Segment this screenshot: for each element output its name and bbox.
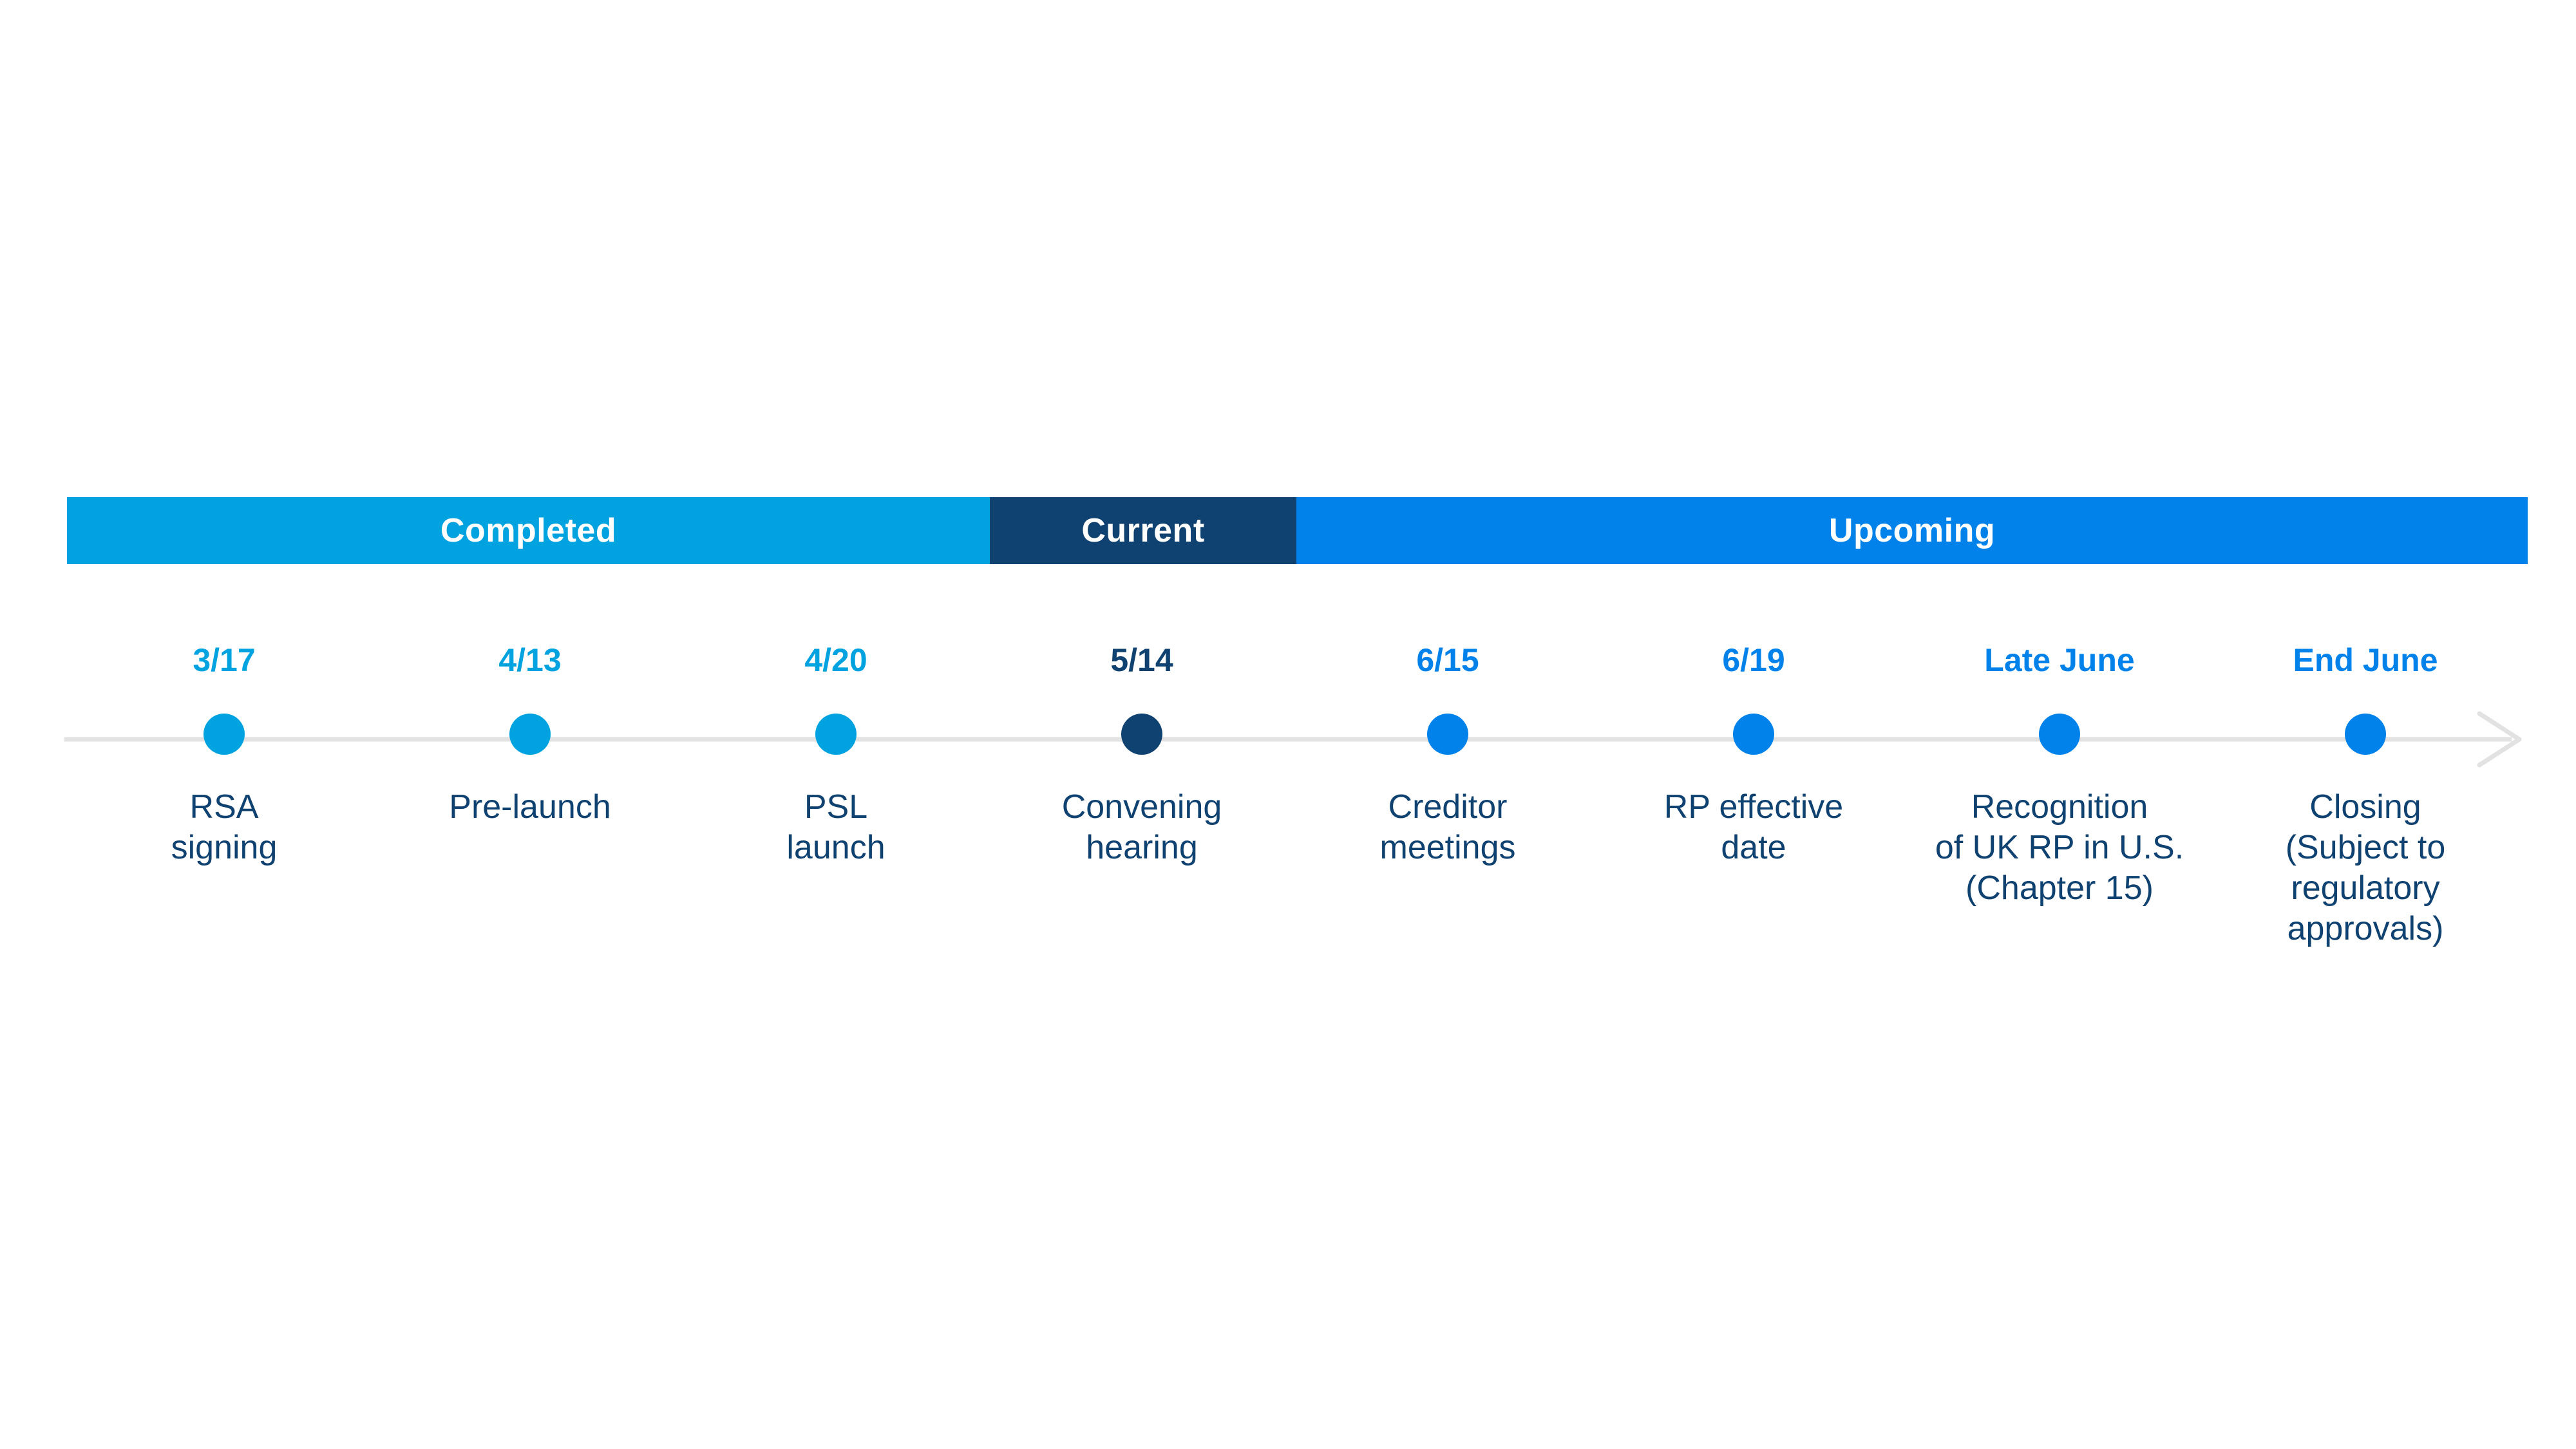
milestone-label: Closing (Subject to regulatory approvals… [2230, 787, 2501, 949]
milestone-label: RSA signing [89, 787, 359, 868]
milestone-date: End June [2293, 642, 2438, 678]
milestone-creditor-meetings: 6/15 Creditor meetings [1312, 638, 1583, 868]
milestone-label: Recognition of UK RP in U.S. (Chapter 15… [1924, 787, 2195, 909]
milestone-closing: End June Closing (Subject to regulatory … [2230, 638, 2501, 949]
milestone-rp-effective-date: 6/19 RP effective date [1618, 638, 1889, 868]
phase-completed-label: Completed [440, 512, 617, 549]
milestone-label: RP effective date [1618, 787, 1889, 868]
milestone-date: 5/14 [1110, 642, 1173, 678]
phase-current-bar: Current [990, 497, 1296, 564]
milestone-label-line: RP effective [1663, 788, 1844, 826]
milestone-label-line: (Chapter 15) [1965, 869, 2154, 907]
milestone-label-line: PSL [804, 788, 868, 826]
phase-completed-bar: Completed [67, 497, 990, 564]
milestone-date: 3/17 [193, 642, 256, 678]
milestone-convening-hearing: 5/14 Convening hearing [1007, 638, 1277, 868]
milestone-label-line: meetings [1379, 829, 1516, 866]
milestone-dot [2345, 714, 2386, 755]
milestone-date: 4/13 [498, 642, 562, 678]
milestone-label-line: hearing [1086, 829, 1198, 866]
milestone-rsa-signing: 3/17 RSA signing [89, 638, 359, 868]
milestone-dot [204, 714, 245, 755]
milestone-label-line: date [1721, 829, 1786, 866]
milestone-label-line: Pre-launch [449, 788, 611, 826]
arrow-right-icon [2477, 711, 2522, 768]
milestone-date: Late June [1984, 642, 2135, 678]
milestone-label-line: Recognition [1971, 788, 2148, 826]
milestone-label-line: approvals) [2287, 910, 2444, 947]
milestone-label-line: regulatory [2291, 869, 2440, 907]
milestone-dot [509, 714, 551, 755]
phase-upcoming-bar: Upcoming [1296, 497, 2528, 564]
milestone-date: 4/20 [804, 642, 867, 678]
milestone-label: PSL launch [701, 787, 971, 868]
milestone-date: 6/19 [1722, 642, 1785, 678]
milestone-dot [815, 714, 857, 755]
milestone-label-line: (Subject to [2285, 829, 2446, 866]
milestone-label: Creditor meetings [1312, 787, 1583, 868]
milestone-dot [2039, 714, 2080, 755]
milestone-pre-launch: 4/13 Pre-launch [395, 638, 665, 828]
milestone-label-line: Convening [1061, 788, 1222, 826]
milestone-dot [1733, 714, 1774, 755]
milestone-label: Pre-launch [395, 787, 665, 828]
timeline-axis [64, 711, 2522, 768]
milestone-label-line: signing [171, 829, 278, 866]
milestone-date: 6/15 [1416, 642, 1479, 678]
milestone-label-line: of UK RP in U.S. [1935, 829, 2184, 866]
milestone-psl-launch: 4/20 PSL launch [701, 638, 971, 868]
milestone-dot [1427, 714, 1468, 755]
phase-current-label: Current [1081, 512, 1205, 549]
milestone-label: Convening hearing [1007, 787, 1277, 868]
milestone-label-line: Closing [2309, 788, 2421, 826]
milestone-dot [1121, 714, 1162, 755]
milestone-label-line: RSA [189, 788, 259, 826]
milestone-label-line: launch [786, 829, 886, 866]
milestone-recognition: Late June Recognition of UK RP in U.S. (… [1924, 638, 2195, 909]
phase-upcoming-label: Upcoming [1828, 512, 1996, 549]
milestone-label-line: Creditor [1388, 788, 1508, 826]
